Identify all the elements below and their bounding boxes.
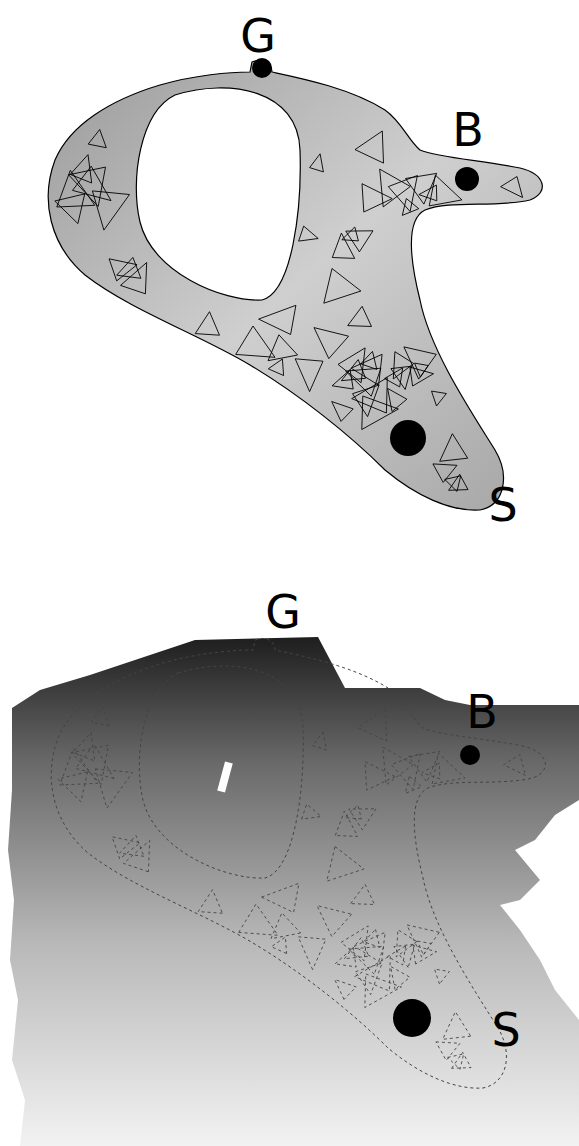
mesh-triangle (72, 745, 109, 784)
dashed-outline (51, 638, 545, 1088)
point-label: S (488, 482, 517, 528)
mesh-triangle (349, 809, 376, 830)
mesh-triangle (195, 312, 219, 336)
mesh-triangle (440, 434, 468, 462)
mesh-triangle (391, 966, 410, 989)
mesh-triangle (355, 131, 384, 163)
mesh-triangle (362, 396, 399, 430)
mesh-triangle (388, 946, 406, 965)
mesh-triangles (55, 130, 523, 492)
mesh-triangle (422, 763, 440, 779)
mesh-triangle (351, 884, 375, 904)
mesh-triangle (95, 769, 132, 808)
mesh-triangle (324, 269, 361, 304)
mesh-triangle (268, 359, 283, 376)
mesh-triangle (407, 925, 439, 957)
mesh-triangle (335, 980, 357, 1000)
mesh-triangle (271, 937, 286, 954)
mesh-triangle (413, 945, 437, 964)
mesh-triangle (76, 744, 115, 778)
mesh-triangle (504, 755, 526, 776)
mesh-triangle (432, 391, 447, 406)
hole-gap (217, 761, 232, 792)
mesh-triangle (405, 777, 422, 794)
point-label: G (240, 13, 276, 59)
mesh-triangle (69, 167, 106, 206)
point-label: S (491, 1007, 520, 1053)
mesh-triangle (341, 926, 368, 961)
surface-outline (48, 60, 542, 510)
mesh-triangle (355, 956, 391, 991)
mesh-triangle (358, 709, 387, 741)
mesh-triangle (259, 305, 296, 334)
mesh-triangle (109, 259, 137, 281)
mesh-triangle (112, 837, 140, 859)
mesh-triangle (239, 904, 278, 935)
point-dot (390, 420, 426, 456)
mesh-triangle (88, 130, 106, 148)
mesh-triangle (60, 748, 98, 785)
mesh-triangle (236, 326, 275, 357)
point-dot (393, 999, 431, 1037)
mesh-triangle (310, 154, 324, 172)
mesh-triangle (356, 963, 383, 995)
mesh-triangle (348, 306, 372, 326)
mesh-triangle (335, 811, 357, 836)
point-label: B (466, 689, 498, 735)
mesh-triangle (332, 233, 354, 258)
mesh-triangle (354, 932, 385, 963)
mesh-triangle (443, 1012, 471, 1040)
mesh-triangle (92, 191, 129, 230)
point-label: B (452, 107, 484, 153)
mesh-triangle (410, 367, 434, 386)
mesh-triangle (313, 732, 327, 750)
mesh-triangle (338, 348, 365, 383)
mesh-triangle (388, 176, 417, 212)
mesh-triangle (120, 835, 144, 856)
mesh-triangle (58, 772, 88, 802)
mesh-triangle (449, 474, 468, 490)
mesh-triangle (396, 930, 417, 957)
mesh-triangle (317, 906, 352, 937)
mesh-triangle (55, 194, 85, 224)
mesh-triangle (198, 890, 222, 914)
mesh-triangle (73, 166, 112, 200)
mesh-triangle (298, 937, 326, 970)
height-field (8, 637, 579, 1146)
mesh-triangle (327, 847, 364, 882)
mesh-triangle (435, 969, 450, 984)
mesh-triangle (295, 359, 323, 392)
mesh-triangle (91, 708, 109, 726)
mesh-triangle (302, 804, 322, 819)
mesh-triangle (409, 751, 440, 782)
mesh-triangle (262, 883, 299, 912)
mesh-triangle (117, 257, 141, 278)
mesh-triangle (501, 177, 523, 198)
point-dot (455, 167, 479, 191)
mesh-triangle (391, 754, 420, 790)
mesh-triangle (314, 328, 349, 359)
mesh-triangle (388, 388, 407, 411)
mesh-triangle (353, 385, 380, 417)
point-dot (252, 58, 272, 78)
mesh-triangle (404, 347, 436, 379)
mesh-triangle (57, 170, 95, 207)
mesh-triangle (352, 378, 388, 413)
point-dot (460, 745, 480, 765)
mesh-triangle (362, 184, 392, 212)
mesh-triangle (346, 231, 373, 252)
mesh-triangle (365, 974, 402, 1008)
mesh-triangle (365, 762, 395, 790)
mesh-triangle (402, 199, 419, 216)
point-label: G (265, 589, 301, 635)
mesh-triangle (332, 402, 354, 422)
mesh-triangle (419, 185, 437, 201)
mesh-triangle (299, 226, 319, 241)
mesh-triangle (452, 1052, 471, 1068)
